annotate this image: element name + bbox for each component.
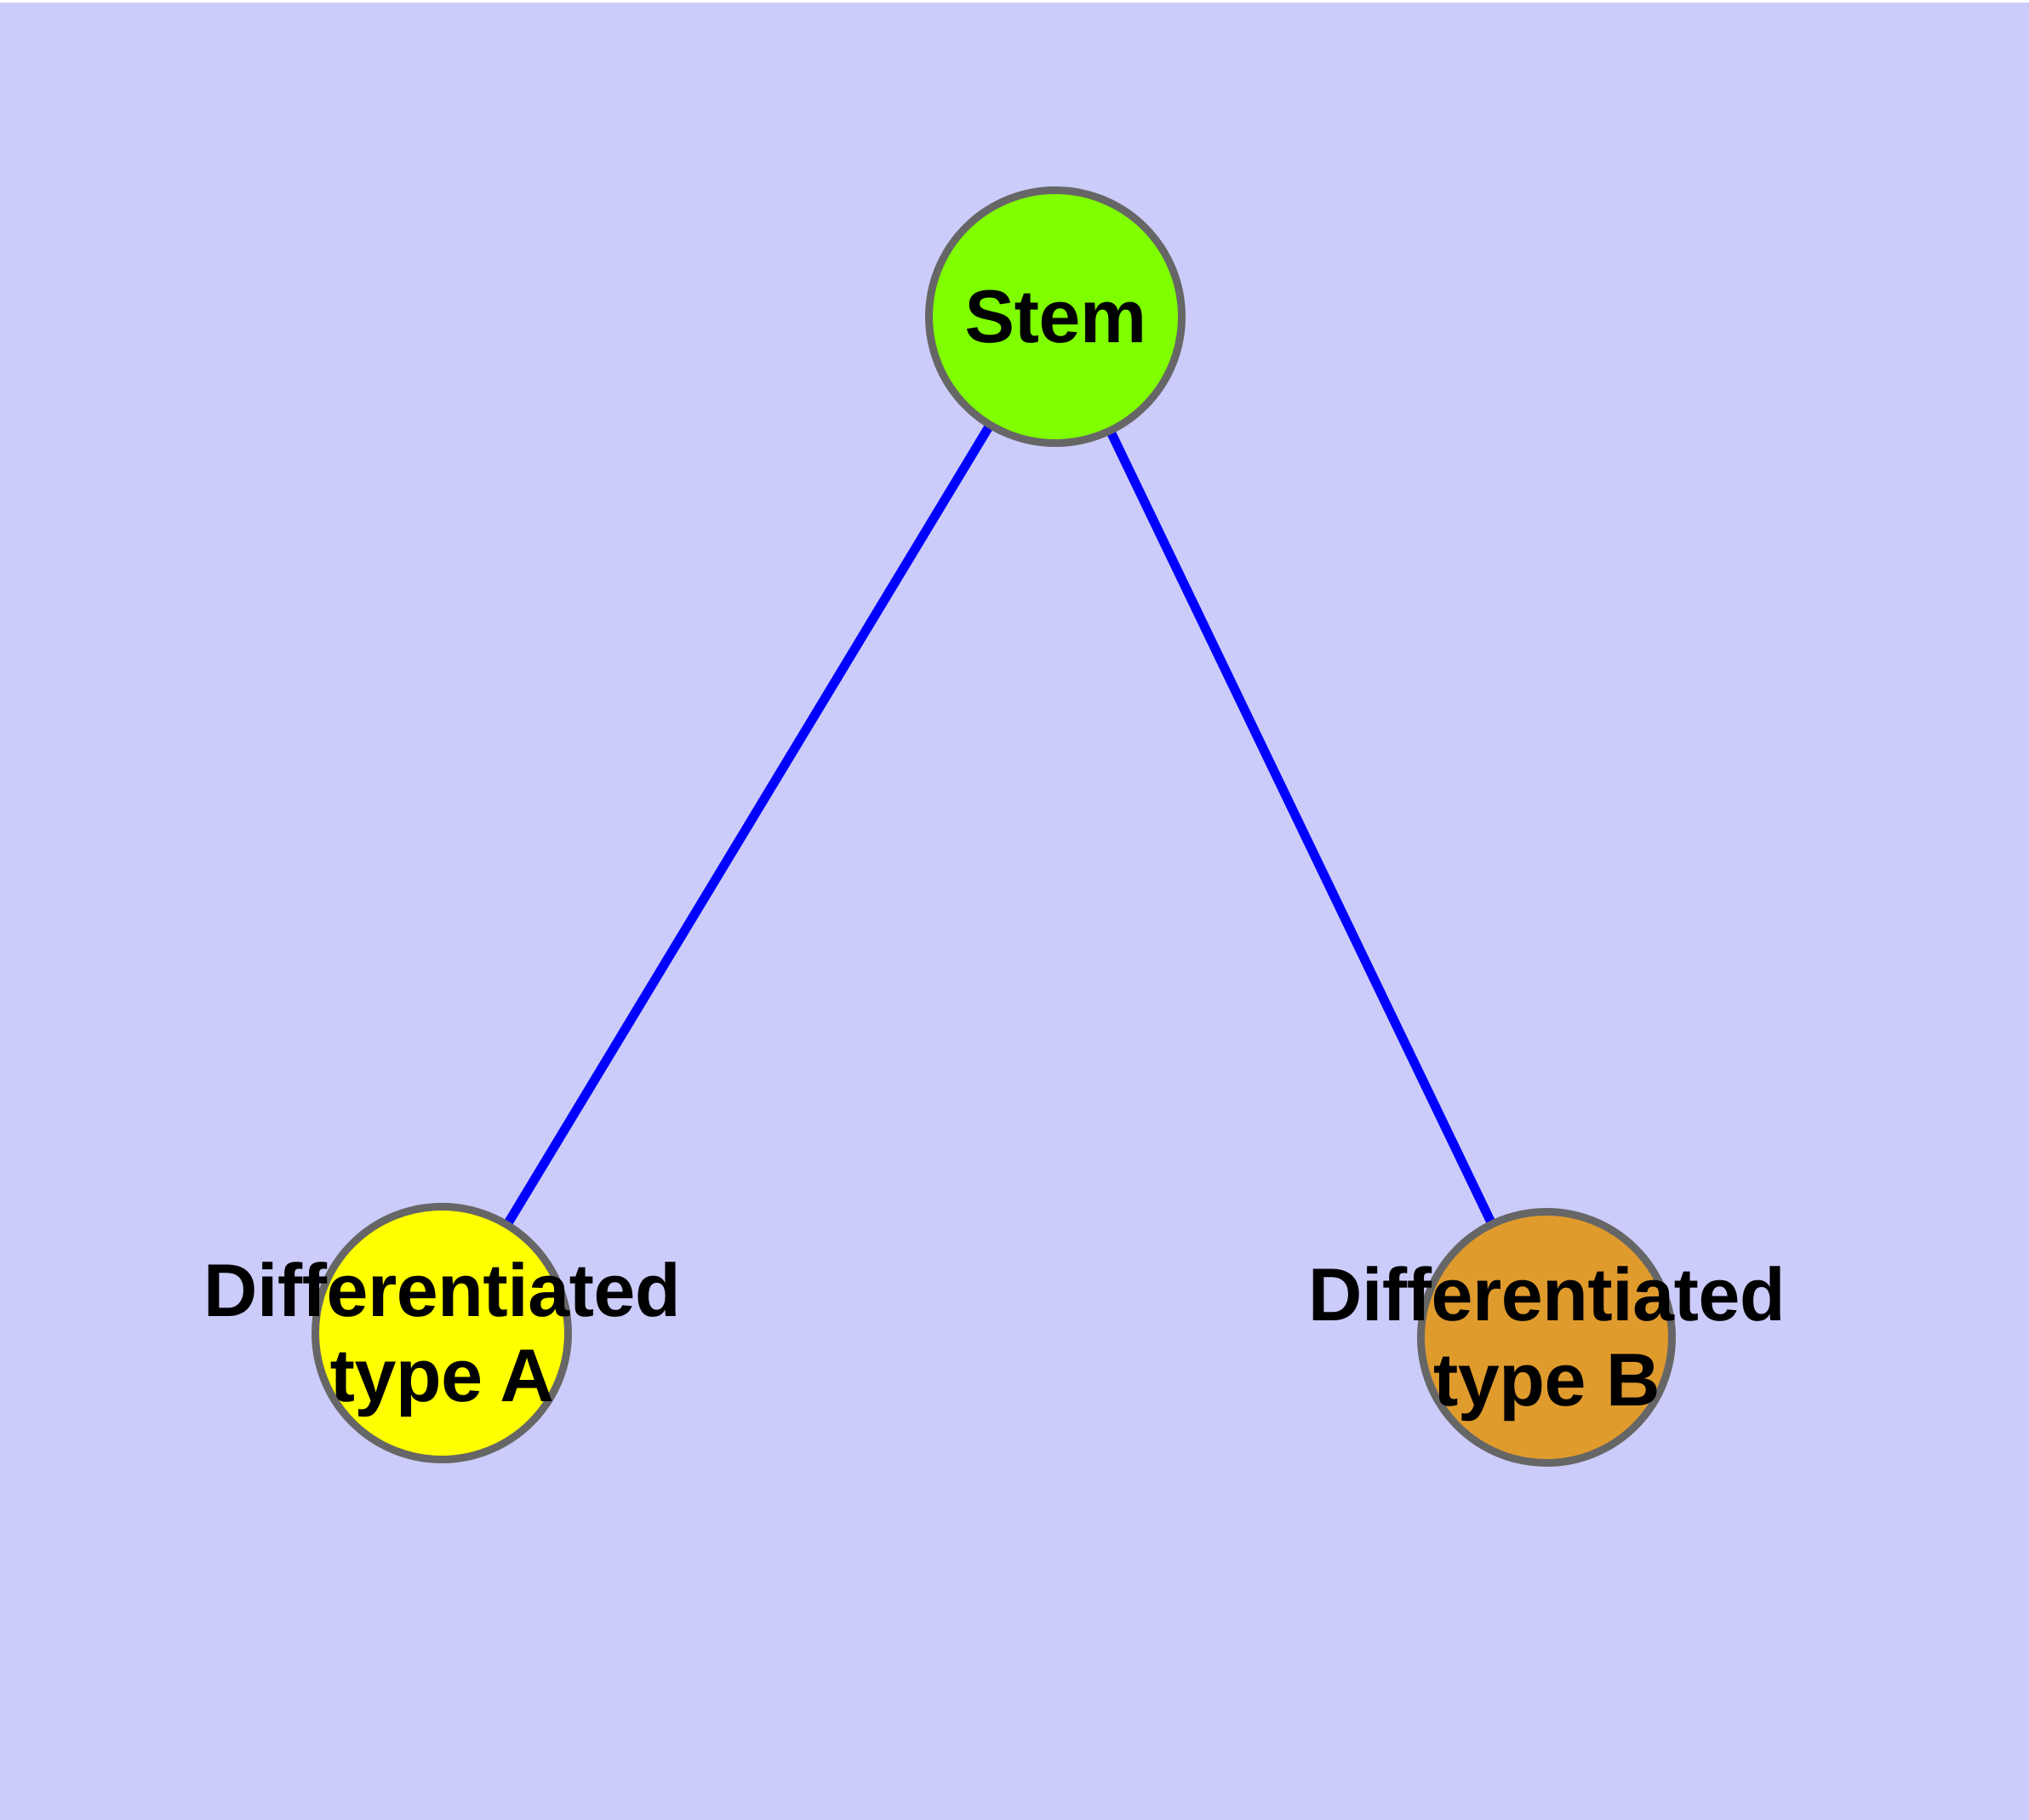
node-differentiated-type-a[interactable] [311, 1203, 572, 1463]
node-differentiated-type-b[interactable] [1417, 1208, 1676, 1467]
node-stem[interactable] [925, 186, 1186, 447]
graph-plot-area: Stem Differentiated type A Differentiate… [0, 3, 2029, 1820]
node-layer: Stem Differentiated type A Differentiate… [0, 3, 2029, 1820]
